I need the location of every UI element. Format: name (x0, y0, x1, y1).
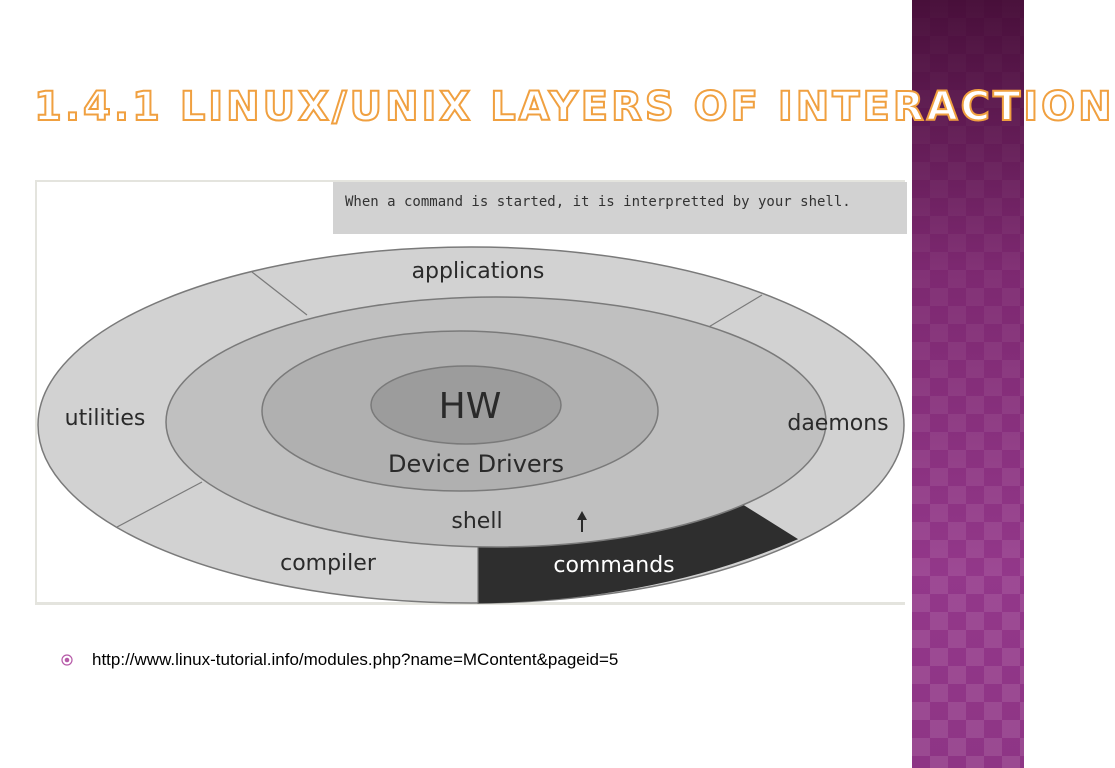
bullet-item: http://www.linux-tutorial.info/modules.p… (60, 650, 618, 670)
source-url-link[interactable]: http://www.linux-tutorial.info/modules.p… (92, 650, 619, 669)
label-daemons: daemons (787, 411, 888, 436)
arrow-up-icon (577, 511, 587, 520)
commands-segment (477, 488, 799, 604)
label-hw: HW (439, 386, 502, 427)
slide: 1.4.1 LINUX/UNIX LAYERS OF INTERACTION a… (33, 0, 1115, 768)
slide-title: 1.4.1 LINUX/UNIX LAYERS OF INTERACTION (33, 83, 1115, 131)
hw-core (370, 365, 562, 445)
label-compiler: compiler (280, 551, 377, 576)
label-utilities: utilities (65, 406, 146, 431)
caption-box: When a command is started, it is interpr… (333, 182, 907, 234)
bullet-circle-icon (61, 654, 73, 666)
ring-separator (251, 271, 308, 316)
decorative-side-band (912, 0, 1024, 768)
caption-text: When a command is started, it is interpr… (345, 194, 851, 210)
layers-diagram: applications utilities daemons compiler … (35, 180, 907, 605)
label-shell: shell (451, 509, 502, 534)
ring-separator (116, 481, 203, 528)
layers-diagram-svg: applications utilities daemons compiler … (37, 246, 905, 604)
label-commands: commands (553, 553, 674, 578)
label-device-drivers: Device Drivers (388, 450, 564, 478)
label-applications: applications (412, 259, 545, 284)
